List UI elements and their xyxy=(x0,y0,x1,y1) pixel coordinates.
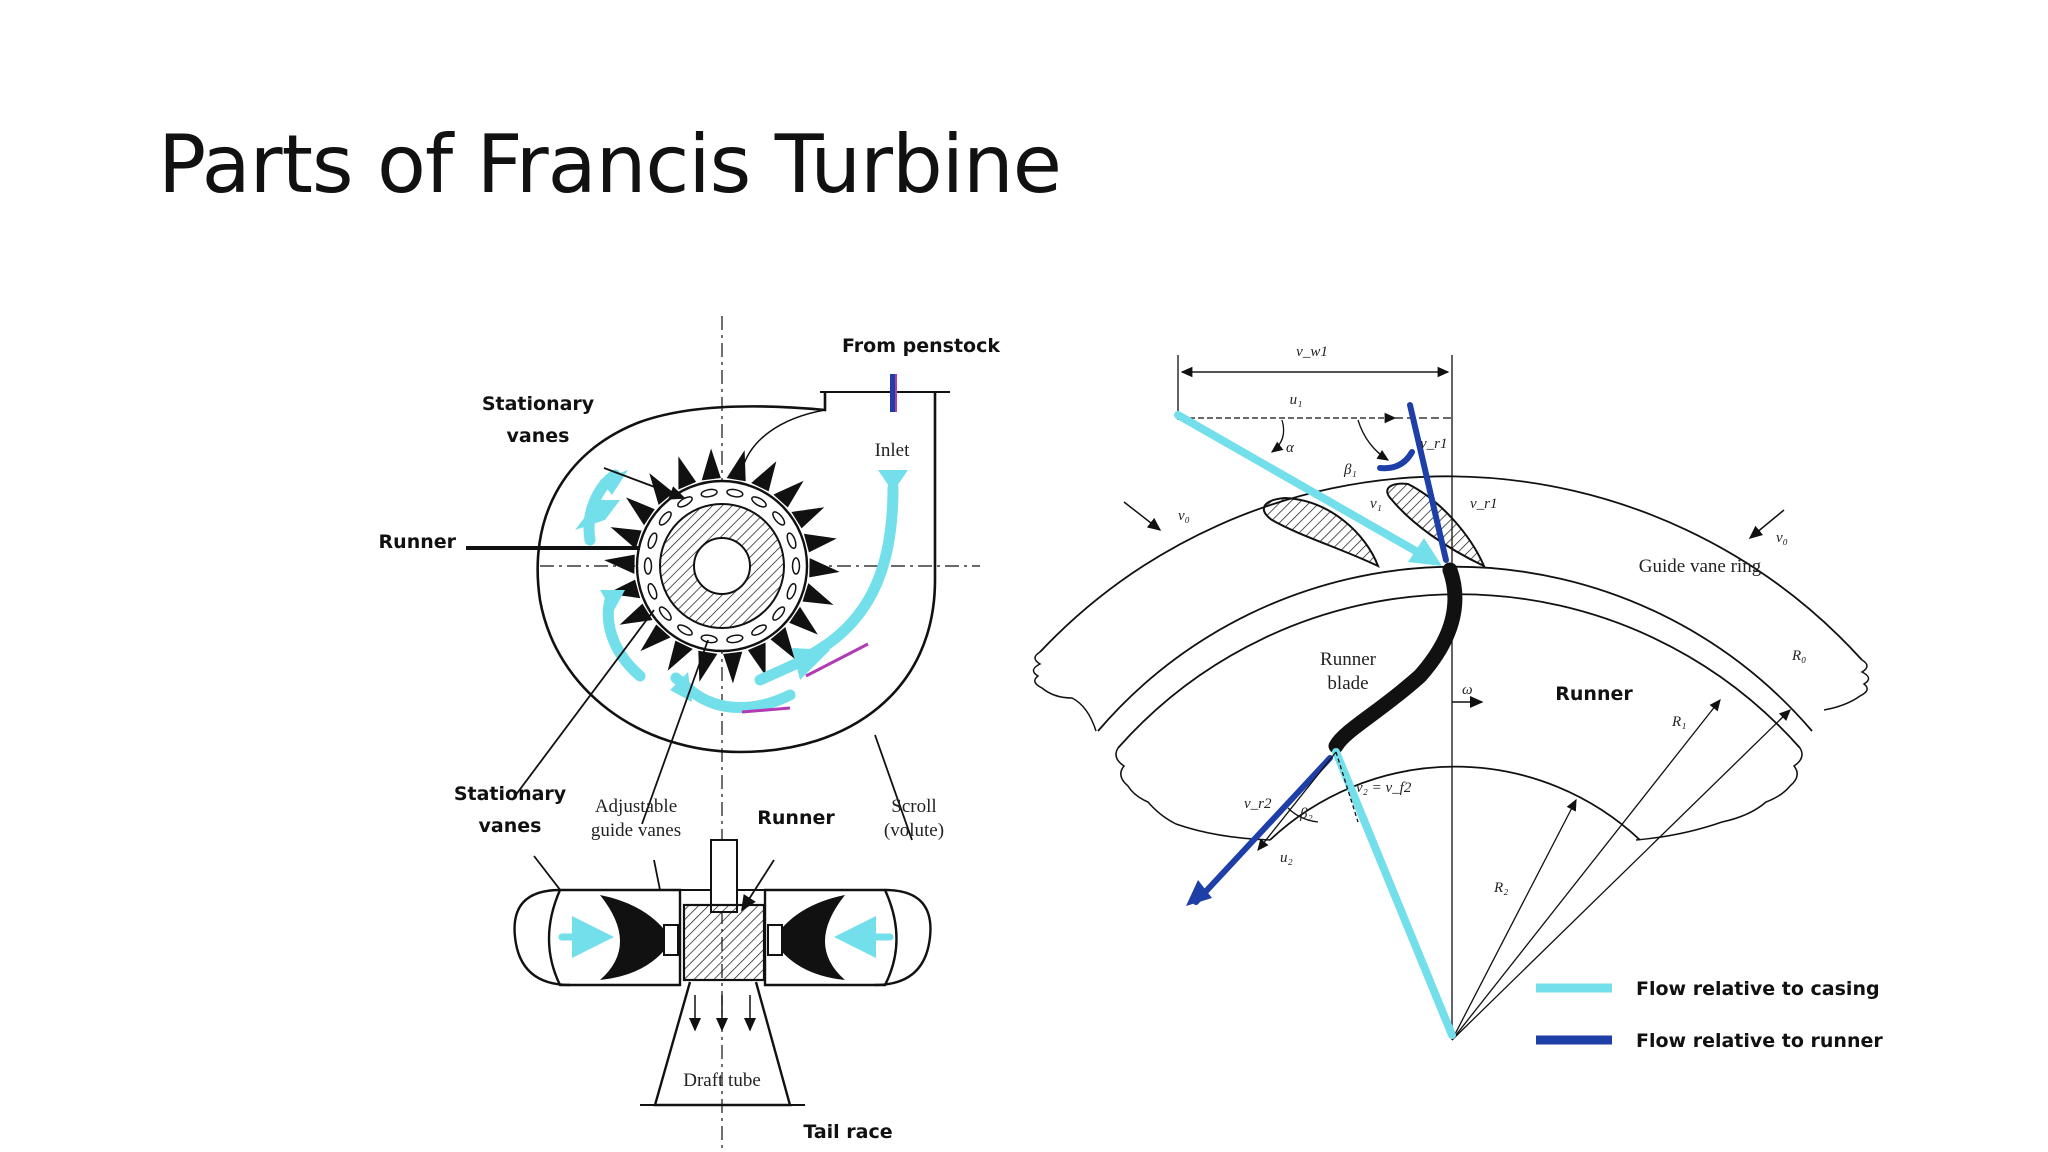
v0-right-arrow xyxy=(1748,509,1785,539)
runner-slot xyxy=(751,624,767,636)
stationary-vane xyxy=(802,583,834,605)
stationary-vane xyxy=(678,456,697,490)
dimension-vw1 xyxy=(1177,355,1452,424)
runner-slot xyxy=(700,634,718,644)
runner-flow-vectors xyxy=(1193,402,1449,905)
stationary-vane xyxy=(667,640,693,671)
runner-slot xyxy=(658,606,672,621)
scroll-casing xyxy=(536,392,937,754)
label-alpha: α xyxy=(1286,440,1295,456)
tongue xyxy=(741,409,826,471)
runner-slots xyxy=(643,488,801,644)
label-vr2: v_r2 xyxy=(1244,796,1272,812)
v0-left-arrow xyxy=(1123,501,1162,531)
label-vr1-top: v_r1 xyxy=(1420,436,1448,452)
stationary-vane xyxy=(626,497,655,526)
label-R2: R₂ xyxy=(1493,880,1508,896)
label-u2: u₂ xyxy=(1280,850,1293,866)
angle-arcs xyxy=(1270,419,1390,461)
stationary-vane xyxy=(701,448,721,481)
stationary-vane xyxy=(726,450,746,482)
runner-slot xyxy=(786,582,797,600)
runner-slot xyxy=(791,557,801,575)
stationary-vane xyxy=(619,603,653,625)
label-runner-left: Runner xyxy=(379,531,457,553)
outlet-triangle xyxy=(1257,751,1359,852)
runner-slot xyxy=(700,488,718,498)
stationary-vane xyxy=(803,533,837,553)
label-beta2: β₂ xyxy=(1299,806,1313,822)
runner-slot xyxy=(751,496,767,508)
guide-vane-1 xyxy=(1262,496,1380,568)
stationary-vane xyxy=(698,650,718,682)
label-beta1: β₁ xyxy=(1343,462,1357,478)
label-tail-race: Tail race xyxy=(803,1121,892,1143)
label-v2-eq: v₂ = v_f2 xyxy=(1356,780,1412,796)
legend-label-casing: Flow relative to casing xyxy=(1636,978,1880,1000)
casing-flow-heads xyxy=(575,470,908,702)
stationary-vane xyxy=(610,527,642,549)
label-v0-left: v₀ xyxy=(1178,508,1190,524)
label-draft-tube: Draft tube xyxy=(683,1070,761,1091)
label-R1: R₁ xyxy=(1671,714,1686,730)
leader-lines xyxy=(466,467,913,937)
slide-title: Parts of Francis Turbine xyxy=(158,118,1062,211)
stationary-vane xyxy=(773,480,804,508)
stationary-vane xyxy=(723,651,743,684)
label-R0: R₀ xyxy=(1791,648,1806,664)
label-v0-right: v₀ xyxy=(1776,530,1788,546)
stationary-vane xyxy=(791,507,825,529)
stationary-vane xyxy=(751,461,777,492)
runner-slot xyxy=(772,606,786,621)
v1-head xyxy=(1408,538,1442,566)
runner-slot xyxy=(643,557,653,575)
runner-slot xyxy=(647,582,658,600)
stationary-vane xyxy=(604,554,635,574)
break-edges xyxy=(1032,651,1870,841)
stationary-vane xyxy=(770,627,795,659)
label-from-penstock: From penstock xyxy=(842,335,1000,357)
stationary-vanes-ring xyxy=(604,448,840,684)
runner-slot xyxy=(772,511,786,526)
label-u1: u₁ xyxy=(1290,392,1303,408)
stationary-vane xyxy=(809,558,840,578)
legend-label-runner: Flow relative to runner xyxy=(1636,1030,1883,1052)
runner-slot xyxy=(677,624,693,636)
casing-flow-vectors xyxy=(1174,411,1456,1039)
stationary-vane xyxy=(640,624,671,652)
runner-slot xyxy=(658,511,672,526)
label-v1: v₁ xyxy=(1370,496,1382,512)
stationary-vane xyxy=(747,642,766,676)
side-elevation xyxy=(513,839,932,1107)
label-guide-vane-ring: Guide vane ring xyxy=(1639,556,1762,577)
vr2-head xyxy=(1186,880,1212,906)
label-runner-bottom: Runner xyxy=(757,807,835,829)
label-vr1: v_r1 xyxy=(1470,496,1498,512)
runner-blade xyxy=(1328,562,1463,754)
label-scroll-volute: Scroll(volute) xyxy=(884,796,944,841)
runner-shaft xyxy=(693,537,751,595)
magenta-marks xyxy=(741,642,869,714)
runner-slot xyxy=(726,634,744,644)
runner-slot xyxy=(647,532,658,550)
label-runner-right: Runner xyxy=(1555,683,1633,705)
legend: Flow relative to casing Flow relative to… xyxy=(1536,978,1883,1052)
label-inlet: Inlet xyxy=(875,440,911,461)
runner-slot xyxy=(786,532,797,550)
label-omega: ω xyxy=(1462,682,1473,698)
radial-lines xyxy=(1451,355,1791,1041)
runner-slot xyxy=(726,488,744,498)
label-vw1: v_w1 xyxy=(1296,344,1328,360)
stationary-vane xyxy=(789,606,818,635)
